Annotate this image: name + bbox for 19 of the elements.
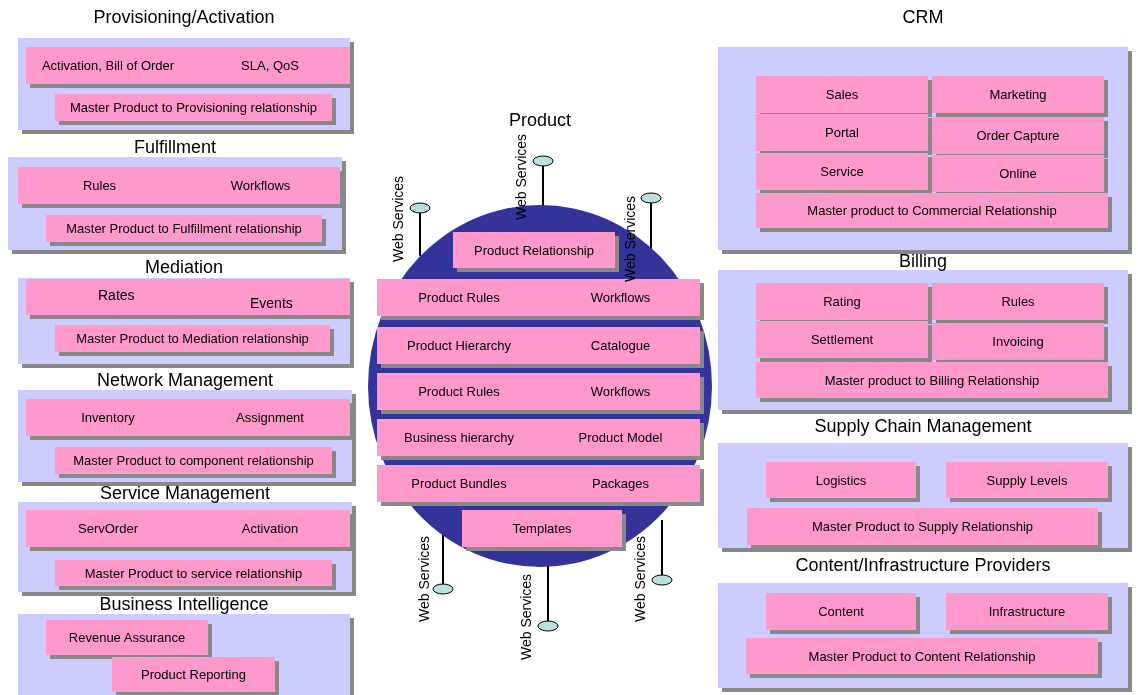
group-heading: Fulfillment bbox=[134, 137, 216, 157]
group-heading: Mediation bbox=[144, 257, 223, 277]
group-heading: Service Management bbox=[99, 483, 271, 503]
interface-label: Web Services bbox=[390, 175, 406, 262]
group-heading: Provisioning/Activation bbox=[93, 7, 275, 27]
interface-label: Web Services bbox=[518, 573, 534, 660]
group-heading: Business Intelligence bbox=[99, 594, 269, 614]
group-heading: Product bbox=[508, 110, 571, 130]
interface-label: Web Services bbox=[416, 535, 432, 622]
group-heading: Network Management bbox=[96, 370, 274, 390]
group-heading: Billing bbox=[899, 251, 947, 271]
interface-label: Web Services bbox=[622, 195, 638, 282]
group-heading: Supply Chain Management bbox=[814, 416, 1032, 436]
group-heading: CRM bbox=[902, 7, 944, 27]
box-label: Events bbox=[250, 295, 293, 311]
group-heading: Content/Infrastructure Providers bbox=[795, 555, 1051, 575]
box-label: Rates bbox=[98, 287, 135, 303]
interface-label: Web Services bbox=[513, 133, 529, 220]
interface-label: Web Services bbox=[632, 535, 648, 622]
